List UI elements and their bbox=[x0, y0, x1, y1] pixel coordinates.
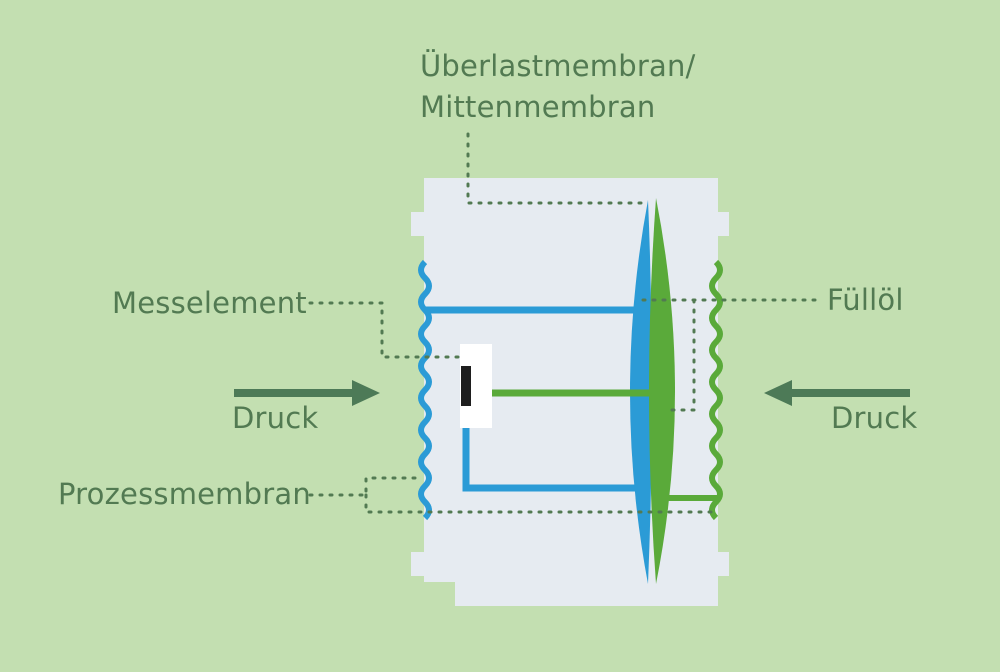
leader-process-membrane-right bbox=[364, 493, 720, 514]
label-process-membrane: Prozessmembran bbox=[58, 477, 311, 511]
leader-overload-membrane bbox=[466, 132, 650, 205]
pressure-arrow-right bbox=[764, 380, 910, 406]
center-membrane-green bbox=[649, 198, 675, 584]
label-overload-membrane-line1: Überlastmembran/ bbox=[420, 49, 696, 83]
left-process-membrane bbox=[418, 259, 432, 521]
pressure-arrow-left bbox=[234, 380, 380, 406]
label-overload-membrane-line2: Mittenmembran bbox=[420, 90, 656, 124]
label-pressure-left: Druck bbox=[232, 401, 319, 435]
label-fill-oil: Füllöl bbox=[827, 283, 904, 317]
label-measuring-element: Messelement bbox=[112, 286, 307, 320]
leader-process-membrane-left bbox=[308, 476, 422, 497]
blue-oil-channel-lower bbox=[462, 420, 642, 492]
measuring-element-sensor bbox=[461, 366, 471, 406]
leader-measuring-element bbox=[308, 301, 462, 359]
label-pressure-right: Druck bbox=[831, 401, 918, 435]
right-process-membrane bbox=[709, 259, 723, 521]
leader-fill-oil bbox=[638, 298, 817, 412]
